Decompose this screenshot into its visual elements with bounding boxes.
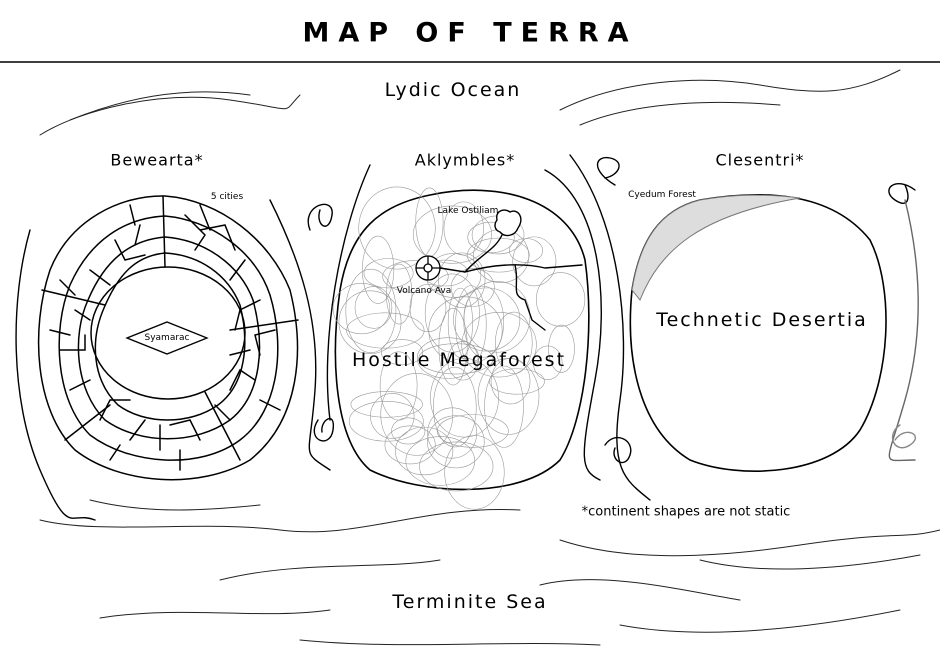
forest-scribble (382, 260, 449, 293)
bewearta-maze (37, 195, 299, 481)
lydic-ocean-label: Lydic Ocean (384, 79, 522, 101)
cyedum-forest-label: Cyedum Forest (628, 190, 696, 200)
forest-scribble (419, 441, 494, 492)
forest-scribble (548, 324, 575, 373)
lake-ostiliam (494, 209, 522, 237)
forest-scribble (348, 401, 424, 442)
technetic-desertia-label: Technetic Desertia (656, 309, 868, 331)
forest-scribble (415, 187, 444, 257)
forest-scribble (444, 435, 505, 510)
forest-scribble (418, 343, 494, 375)
forest-scribble (463, 280, 531, 353)
forest-scribble (447, 287, 473, 358)
forest-scribble (489, 368, 545, 395)
forest-scribble (428, 296, 503, 365)
forest-scribble (533, 345, 563, 380)
forest-scribble (461, 312, 537, 378)
syamarac-diamond (125, 321, 209, 355)
rivers (439, 234, 583, 331)
forest-scribble (443, 201, 484, 256)
currents (15, 154, 919, 521)
forest-scribble (467, 237, 530, 273)
forest-scribble (427, 407, 478, 459)
forest-scribble (438, 252, 486, 308)
forest-scribble (362, 235, 395, 304)
forest-scribble (509, 238, 543, 263)
map-title: MAP OF TERRA (302, 17, 638, 49)
cyedum-forest (631, 194, 801, 301)
forest-scribble (395, 426, 454, 476)
forest-scribble (467, 221, 515, 254)
syamarac-label: Syamarac (144, 333, 190, 343)
forest-scribble (354, 286, 393, 329)
aklymbles-coast (334, 189, 590, 491)
forest-scribble (363, 258, 414, 289)
forest-scribble (436, 414, 509, 448)
aklymbles-label: Aklymbles* (414, 150, 516, 170)
forest-scribble (463, 286, 505, 358)
lake-ostiliam-label: Lake Ostiliam (437, 206, 499, 216)
footnote: *continent shapes are not static (581, 504, 791, 520)
forest-scribble (450, 268, 495, 307)
hostile-megaforest-label: Hostile Megaforest (351, 349, 567, 371)
forest-scribble (512, 236, 557, 287)
clesentri-label: Clesentri* (715, 150, 805, 170)
forest-scribble (453, 287, 521, 352)
forest-scribble (412, 205, 492, 264)
forest-scribble (405, 436, 476, 486)
forest-scribble (338, 290, 402, 354)
forest-scribble (379, 351, 418, 421)
cities-label: 5 cities (210, 192, 244, 202)
volcano-ava (415, 255, 441, 281)
forest-scribble (386, 263, 413, 325)
forest-scribble (430, 357, 499, 438)
forest-scribble (380, 339, 424, 366)
forest-scribble (380, 372, 454, 456)
forest-scribble (427, 415, 485, 469)
forest-scribble (424, 273, 480, 353)
forest-scribble (490, 358, 531, 405)
forest-scribble (391, 417, 426, 445)
terminite-sea-label: Terminite Sea (392, 591, 548, 613)
volcano-ava-label: Volcano Ava (396, 286, 452, 296)
forest-scribble (384, 425, 436, 465)
forest-scribble (484, 365, 524, 448)
forest-scribble (433, 366, 477, 448)
forest-scribble (536, 272, 586, 327)
forest-scribble (409, 283, 447, 333)
bewearta-label: Bewearta* (110, 150, 204, 170)
ocean-waves (39, 69, 940, 646)
forest-scribble (346, 312, 425, 349)
forest-scribble (350, 391, 423, 418)
forest-scribble (438, 307, 468, 386)
forest-scribble (495, 311, 533, 375)
forest-scribble (358, 186, 436, 270)
forest-scribble (332, 283, 391, 335)
forest-scribble (345, 268, 397, 353)
